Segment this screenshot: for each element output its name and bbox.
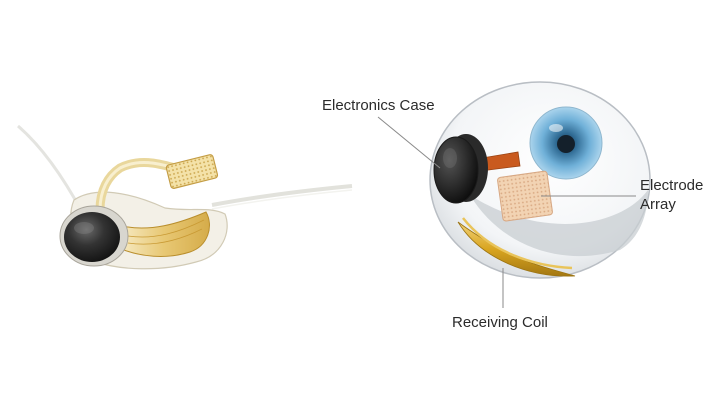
label-electrode-array-line2: Array	[640, 196, 676, 213]
implant-cable-right	[211, 184, 353, 207]
label-receiving-coil: Receiving Coil	[452, 314, 548, 331]
eye-cutaway-wall	[470, 190, 648, 257]
eye-electronics-case	[433, 136, 479, 204]
eye-electrode-array	[497, 170, 553, 222]
leader-electronics-case	[377, 116, 441, 169]
label-electrode-array-line1: Electrode	[640, 177, 704, 194]
eye-pupil	[557, 135, 575, 153]
eye-cutaway	[429, 81, 651, 279]
implant-device	[17, 124, 353, 270]
leader-lines	[377, 116, 636, 308]
label-electrode-array: Electrode Array	[640, 176, 703, 214]
label-electronics-case: Electronics Case	[322, 97, 435, 114]
implant-electrode-array	[165, 154, 219, 189]
implant-cable-left	[17, 124, 84, 213]
eye-receiving-coil	[457, 221, 576, 277]
implant-electronics-case	[64, 212, 120, 262]
